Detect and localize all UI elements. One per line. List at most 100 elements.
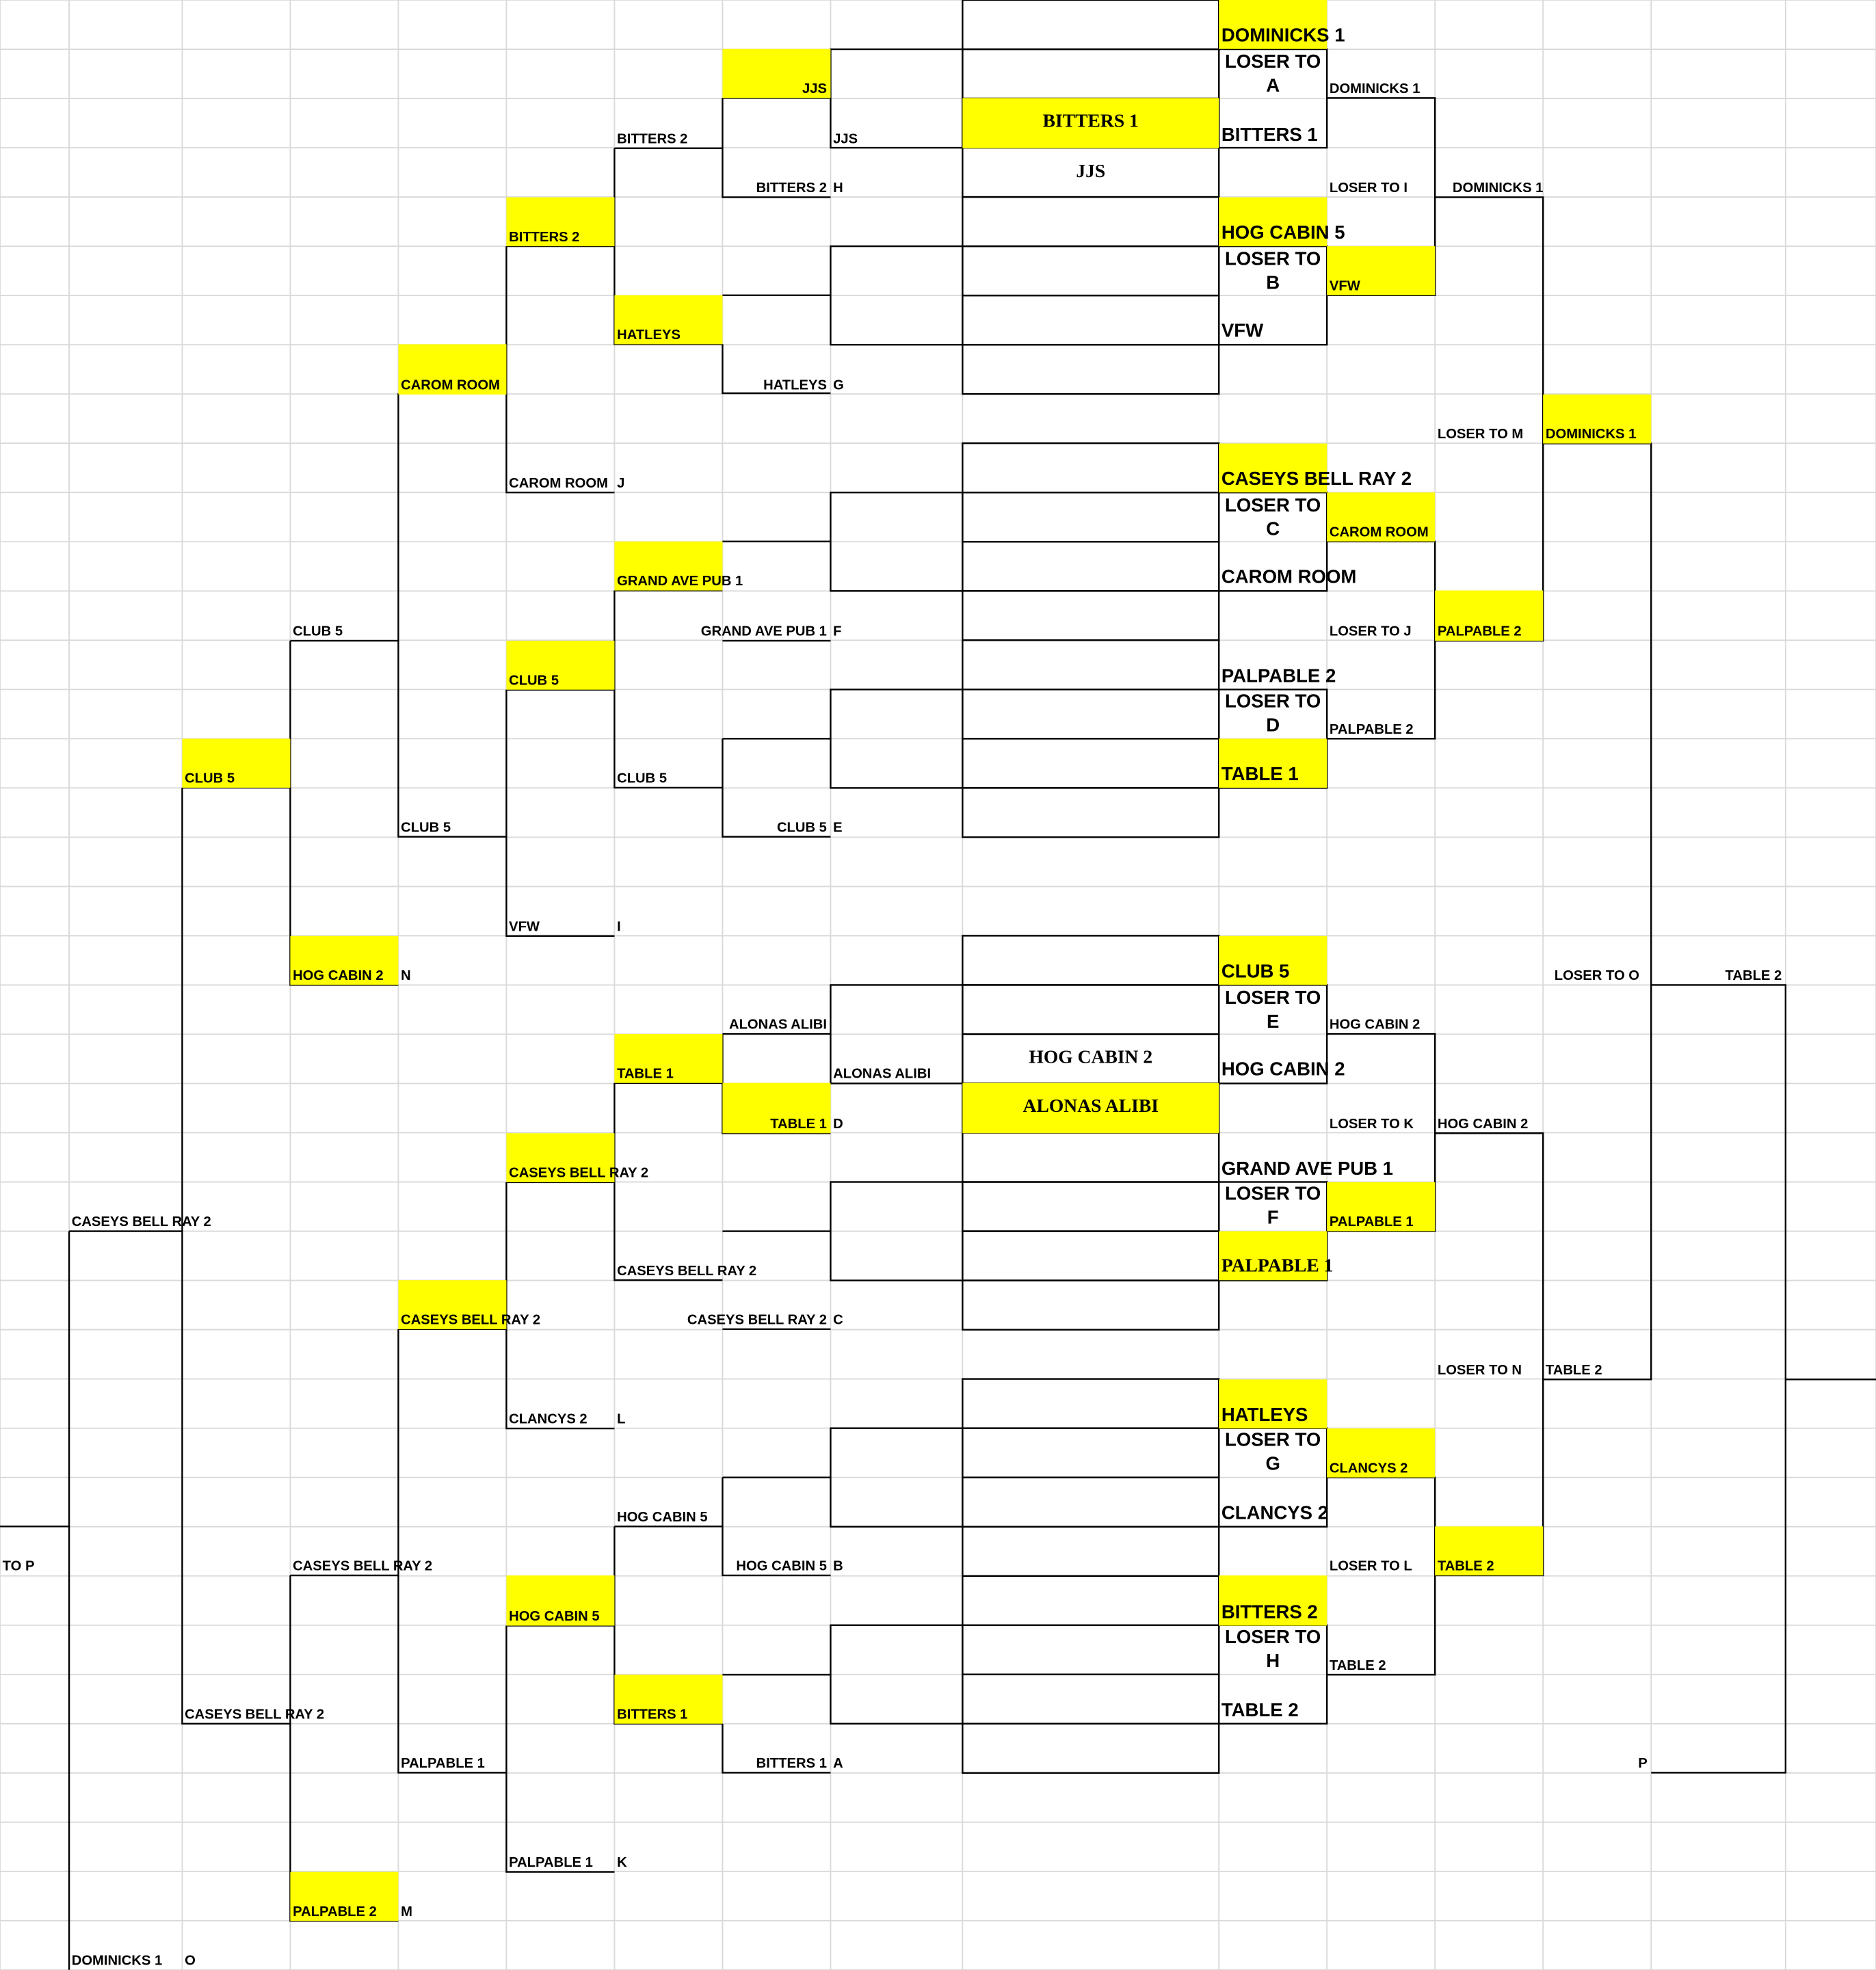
bracket-cell[interactable]: HOG CABIN 5	[506, 1575, 615, 1625]
losers-team-cell[interactable]: CLANCYS 2	[1221, 1502, 1329, 1524]
bracket-cell[interactable]: CAROM ROOM	[1327, 492, 1436, 542]
bracket-cell[interactable]: HOG CABIN 2	[290, 935, 399, 985]
bracket-cell[interactable]: CLUB 5	[506, 640, 615, 690]
game-letter[interactable]: I	[617, 919, 621, 935]
bracket-cell[interactable]: CLUB 5	[776, 821, 827, 836]
losers-team-cell[interactable]: TABLE 2	[1221, 1699, 1299, 1722]
bracket-cell[interactable]: ALONAS ALIBI	[728, 1017, 827, 1033]
bracket-cell[interactable]: GRAND AVE PUB 1	[614, 542, 743, 591]
losers-team-cell[interactable]: DOMINICKS 1	[1219, 0, 1345, 49]
game-letter[interactable]: O	[185, 1953, 196, 1969]
bracket-cell[interactable]: TABLE 2	[1329, 1658, 1386, 1673]
center-match-cell[interactable]: HOG CABIN 2	[1029, 1048, 1153, 1069]
losers-team-cell[interactable]: VFW	[1221, 321, 1264, 343]
bracket-cell[interactable]: PALPABLE 2	[1329, 722, 1414, 738]
bracket-cell[interactable]: HOG CABIN 5	[736, 1559, 827, 1575]
bracket-cell[interactable]: CASEYS BELL RAY 2	[398, 1280, 540, 1330]
bracket-cell[interactable]: LOSER TO O	[1554, 968, 1640, 984]
bracket-cell[interactable]: HATLEYS	[763, 377, 827, 393]
bracket-cell[interactable]: LOSER TO I	[1329, 181, 1408, 196]
bracket-cell[interactable]: DOMINICKS 1	[71, 1953, 163, 1969]
game-letter[interactable]: A	[833, 1756, 843, 1772]
bracket-cell[interactable]: PALPABLE 1	[1327, 1182, 1436, 1232]
bracket-cell[interactable]: CLANCYS 2	[509, 1411, 587, 1427]
bracket-cell[interactable]: GRAND AVE PUB 1	[700, 624, 827, 639]
bracket-cell[interactable]: HOG CABIN 2	[1329, 1017, 1421, 1033]
game-letter[interactable]: B	[833, 1559, 843, 1575]
bracket-cell[interactable]: PALPABLE 1	[509, 1854, 593, 1870]
game-letter[interactable]: G	[833, 377, 844, 393]
bracket-cell[interactable]: PALPABLE 2	[290, 1871, 399, 1921]
game-letter[interactable]: E	[833, 821, 843, 836]
bracket-cell[interactable]: CASEYS BELL RAY 2	[185, 1707, 325, 1722]
losers-team-cell[interactable]: PALPABLE 1	[1219, 1231, 1333, 1281]
bracket-cell[interactable]: TABLE 1	[614, 1034, 723, 1084]
center-match-cell[interactable]: BITTERS 1	[962, 98, 1219, 148]
bracket-cell[interactable]: CASEYS BELL RAY 2	[687, 1313, 827, 1329]
game-letter[interactable]: D	[833, 1116, 843, 1132]
bracket-cell[interactable]: JJS	[722, 49, 831, 98]
losers-team-cell[interactable]: HOG CABIN 5	[1219, 197, 1345, 247]
bracket-cell[interactable]: PALPABLE 2	[1435, 591, 1544, 641]
game-letter[interactable]: J	[617, 476, 625, 492]
bracket-cell[interactable]: BITTERS 1	[756, 1756, 827, 1772]
bracket-cell[interactable]: LOSER TO J	[1329, 624, 1412, 639]
bracket-cell[interactable]: CLUB 5	[617, 771, 668, 787]
bracket-cell[interactable]: CASEYS BELL RAY 2	[506, 1132, 648, 1182]
bracket-cell[interactable]: DOMINICKS 1	[1329, 82, 1421, 98]
bracket-cell[interactable]: TABLE 2	[1435, 1526, 1544, 1576]
bracket-cell[interactable]: PALPABLE 1	[401, 1756, 485, 1772]
center-match-cell[interactable]: ALONAS ALIBI	[962, 1083, 1219, 1133]
bracket-cell[interactable]: BITTERS 2	[756, 181, 827, 196]
game-letter[interactable]: F	[833, 624, 842, 639]
bracket-cell[interactable]: HATLEYS	[614, 295, 723, 345]
game-letter[interactable]: K	[617, 1854, 627, 1870]
bracket-cell[interactable]: TO P	[2, 1559, 35, 1575]
bracket-cell[interactable]: BITTERS 2	[617, 131, 688, 147]
bracket-cell[interactable]: CASEYS BELL RAY 2	[71, 1214, 211, 1230]
bracket-cell[interactable]: LOSER TO K	[1329, 1116, 1414, 1132]
bracket-cell[interactable]: BITTERS 1	[614, 1674, 723, 1724]
bracket-cell[interactable]: DOMINICKS 1	[1452, 181, 1544, 196]
game-letter[interactable]: M	[401, 1904, 412, 1919]
game-letter[interactable]: N	[401, 968, 411, 984]
game-letter[interactable]: L	[617, 1411, 626, 1427]
losers-team-cell[interactable]: HATLEYS	[1219, 1379, 1327, 1428]
bracket-cell[interactable]: CLANCYS 2	[1327, 1428, 1436, 1478]
bracket-cell[interactable]: TABLE 1	[722, 1083, 831, 1133]
bracket-cell[interactable]: ALONAS ALIBI	[833, 1067, 932, 1082]
bracket-cell[interactable]: CLUB 5	[401, 821, 451, 836]
bracket-cell[interactable]: BITTERS 2	[506, 197, 615, 247]
losers-team-cell[interactable]: CLUB 5	[1219, 935, 1327, 985]
bracket-cell[interactable]: CLUB 5	[293, 624, 343, 639]
losers-team-cell[interactable]: TABLE 1	[1219, 738, 1327, 788]
game-letter[interactable]: H	[833, 181, 843, 196]
bracket-cell[interactable]: HOG CABIN 5	[617, 1510, 708, 1526]
bracket-cell[interactable]: CAROM ROOM	[509, 476, 608, 492]
losers-team-cell[interactable]: CASEYS BELL RAY 2	[1219, 443, 1412, 493]
center-match-cell[interactable]: JJS	[1076, 161, 1106, 182]
bracket-cell[interactable]: LOSER TO M	[1437, 427, 1524, 442]
bracket-cell[interactable]: LOSER TO N	[1437, 1362, 1522, 1378]
bracket-cell[interactable]: TABLE 2	[1545, 1362, 1602, 1378]
bracket-cell[interactable]: VFW	[1327, 246, 1436, 296]
bracket-cell[interactable]: TABLE 2	[1725, 968, 1782, 984]
bracket-cell[interactable]: P	[1638, 1756, 1648, 1772]
losers-team-cell[interactable]: GRAND AVE PUB 1	[1221, 1158, 1393, 1180]
losers-team-cell[interactable]: PALPABLE 2	[1221, 665, 1336, 687]
game-letter[interactable]: C	[833, 1313, 843, 1329]
bracket-cell[interactable]: DOMINICKS 1	[1543, 394, 1652, 444]
bracket-cell[interactable]: CLUB 5	[182, 738, 291, 788]
bracket-cell[interactable]: CAROM ROOM	[398, 345, 507, 395]
bracket-cell[interactable]: JJS	[833, 131, 858, 147]
losers-team-cell[interactable]: CAROM ROOM	[1221, 567, 1357, 589]
losers-team-cell[interactable]: HOG CABIN 2	[1221, 1059, 1345, 1081]
